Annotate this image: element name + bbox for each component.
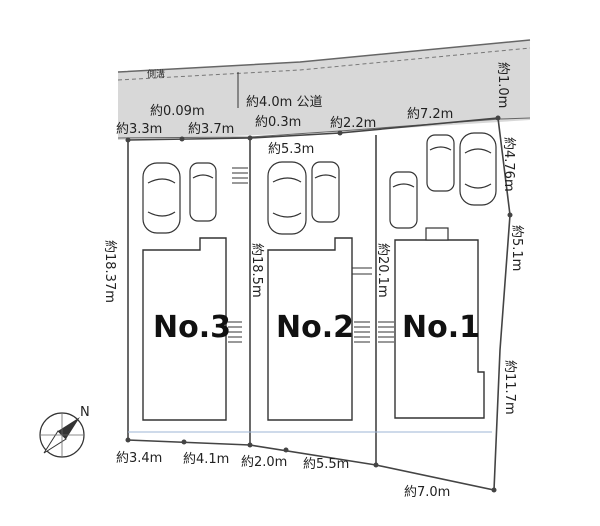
road-edge-top: [117, 39, 531, 73]
house-lot1-entrance: [425, 227, 449, 241]
dim-bottom-4.1: 約4.1m: [183, 452, 229, 467]
lot-label-no2: No.2: [276, 310, 354, 345]
dim-top-0.3: 約0.3m: [255, 115, 301, 130]
car-lot3-small: [189, 162, 217, 222]
boundary-markers: [125, 115, 513, 493]
steps: [228, 167, 394, 343]
dim-top-3.3: 約3.3m: [116, 122, 162, 137]
dim-side-18.37: 約18.37m: [102, 240, 117, 303]
ditch-label: 側溝: [147, 68, 165, 80]
car-lot1-small-a: [389, 171, 418, 229]
house-lot3: [142, 237, 227, 421]
dim-side-4.76: 約4.76m: [501, 137, 516, 192]
dim-side-20.1: 約20.1m: [375, 243, 390, 298]
dim-bottom-2.0: 約2.0m: [241, 455, 287, 470]
dim-side-18.5: 約18.5m: [249, 243, 264, 298]
dim-side-5.1: 約5.1m: [509, 225, 524, 271]
dim-top-5.3: 約5.3m: [268, 142, 314, 157]
dim-top-2.2: 約2.2m: [330, 116, 376, 131]
car-lot2-large: [267, 161, 307, 235]
lot-label-no3: No.3: [153, 310, 231, 345]
north-label: N: [80, 405, 90, 420]
house-lot1: [394, 239, 485, 419]
dim-bottom-3.4: 約3.4m: [116, 451, 162, 466]
dim-top-3.7: 約3.7m: [188, 122, 234, 137]
road-area: [118, 40, 530, 140]
road-label: 約4.0m 公道: [246, 95, 322, 110]
car-lot3-large: [142, 162, 181, 234]
dim-top-1.0: 約1.0m: [495, 62, 510, 108]
dim-bottom-7.0: 約7.0m: [404, 485, 450, 500]
car-lot1-large: [459, 132, 497, 206]
dim-top-7.2: 約7.2m: [407, 107, 453, 122]
dim-side-11.7: 約11.7m: [502, 360, 517, 415]
north-compass-icon: [39, 412, 85, 458]
lot-label-no1: No.1: [402, 310, 480, 345]
ditch-line: [117, 47, 531, 81]
dim-bottom-5.5: 約5.5m: [303, 457, 349, 472]
dim-top-0.09: 約0.09m: [150, 104, 205, 119]
car-lot2-small: [311, 161, 340, 223]
site-boundary: [127, 117, 511, 491]
car-lot1-small-b: [426, 134, 455, 192]
house-lot2: [267, 237, 353, 421]
